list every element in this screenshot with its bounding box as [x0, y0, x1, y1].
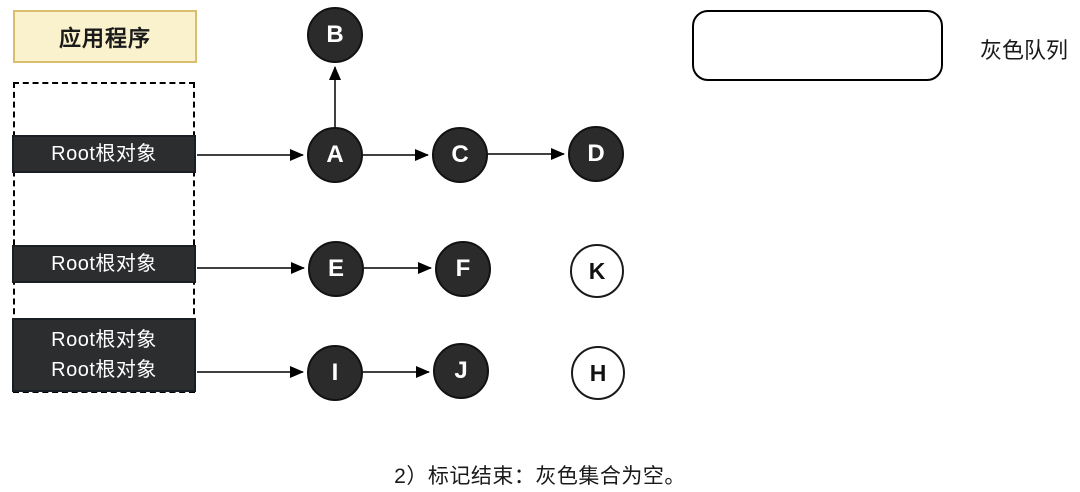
application-box: 应用程序 — [13, 10, 197, 63]
node-A: A — [307, 127, 363, 183]
root-object-label: Root根对象 — [51, 329, 157, 351]
node-B: B — [307, 7, 363, 63]
root-object-label: Root根对象 — [51, 359, 157, 381]
application-box-label: 应用程序 — [58, 25, 151, 51]
root-object-label: Root根对象 — [51, 253, 157, 275]
node-J: J — [433, 343, 489, 399]
root-set-dashed-region — [13, 82, 195, 393]
root-object-bar-1: Root根对象 — [12, 135, 196, 173]
node-F: F — [435, 241, 491, 297]
node-D: D — [568, 126, 624, 182]
gray-queue-box — [692, 10, 943, 81]
node-I: I — [307, 345, 363, 401]
gray-queue-label: 灰色队列 — [980, 38, 1069, 63]
node-K: K — [570, 244, 624, 298]
root-object-bar-3: Root根对象 Root根对象 — [12, 318, 196, 392]
node-C: C — [432, 127, 488, 183]
caption-text: 2）标记结束：灰色集合为空。 — [394, 465, 686, 488]
root-object-label: Root根对象 — [51, 143, 157, 165]
node-E: E — [308, 241, 364, 297]
root-object-bar-2: Root根对象 — [12, 245, 196, 283]
node-H: H — [571, 346, 625, 400]
